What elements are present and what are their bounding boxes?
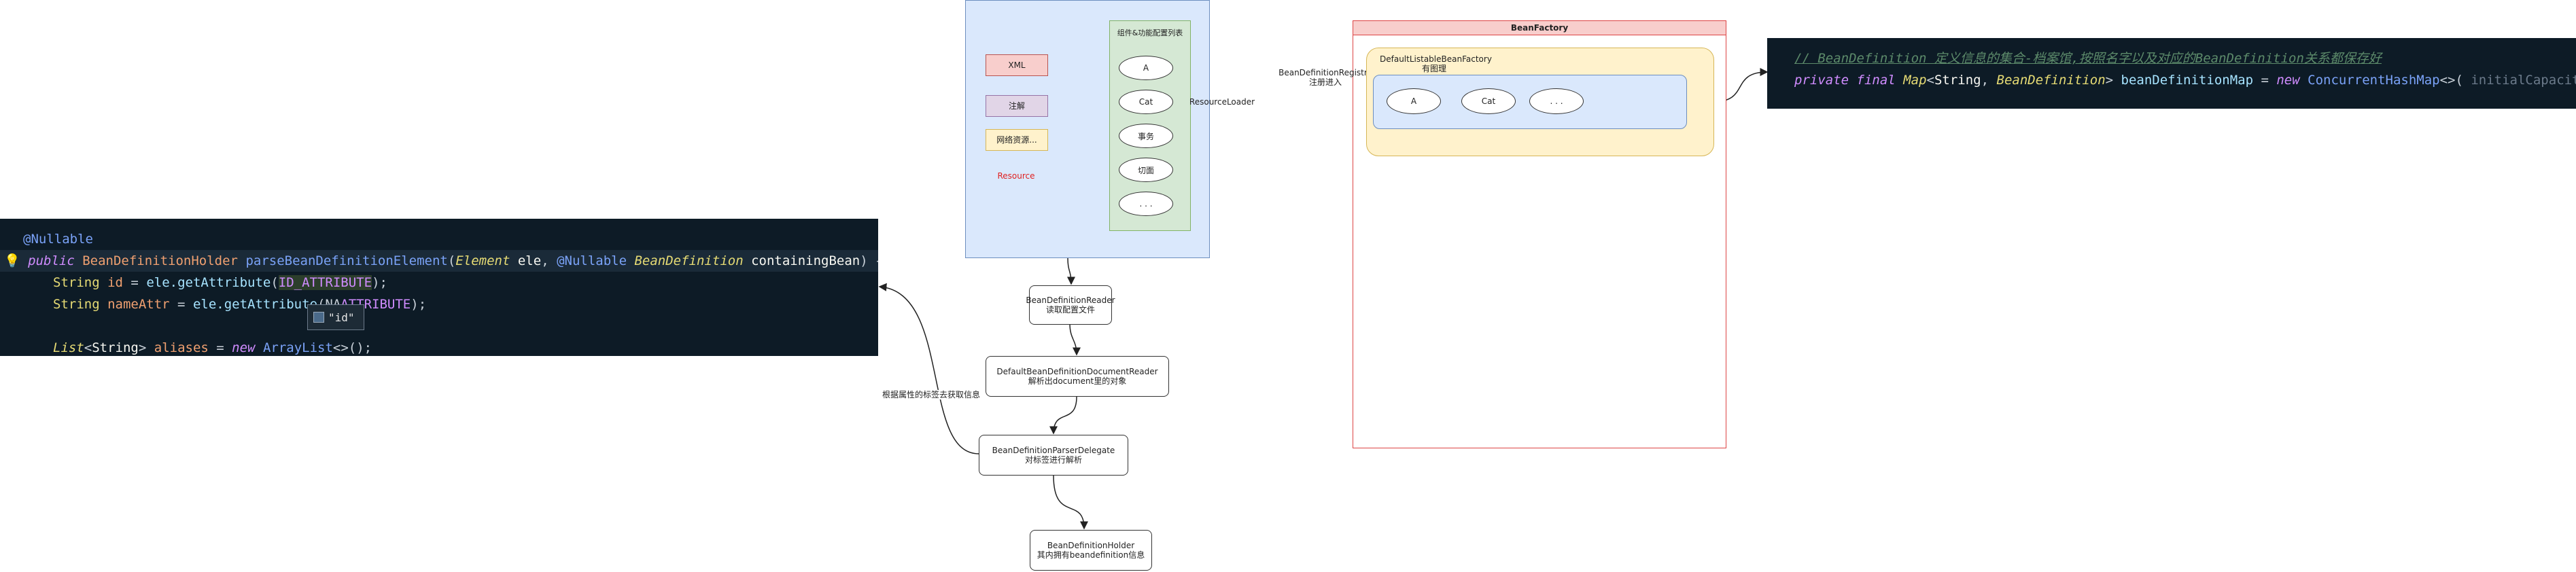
config-item-a-label: A (1143, 63, 1149, 73)
source-annotation-label: 注解 (1008, 101, 1025, 111)
bean-item-a-label: A (1410, 96, 1417, 106)
source-network: 网络资源... (986, 129, 1048, 151)
code-kw-public: public (28, 253, 75, 268)
arrow-docreader-to-delegate (1049, 396, 1077, 435)
code-kw-private: private (1794, 73, 1849, 88)
bean-item-cat: Cat (1461, 88, 1516, 114)
code-snippet-top: // BeanDefinition 定义信息的集合-档案馆,按照名字以及对应的B… (1767, 38, 2576, 109)
config-item-more: . . . (1119, 192, 1173, 216)
holder-box: BeanDefinitionHolder 其内拥有beandefinition信… (1030, 530, 1152, 571)
document-reader-title: DefaultBeanDefinitionDocumentReader (996, 367, 1158, 376)
code-param2-type: BeanDefinition (634, 253, 744, 268)
config-list-title: 组件&功能配置列表 (1117, 29, 1183, 37)
code-param-hint: initialCapacity: (2471, 73, 2576, 88)
code-line4-type: String (53, 297, 100, 312)
default-listable-title: DefaultListableBeanFactory 有图理 (1380, 54, 1492, 73)
source-network-label: 网络资源... (996, 135, 1037, 145)
code-type-bd: BeanDefinition (1996, 73, 2106, 88)
arrow-panel-to-reader (1066, 257, 1075, 285)
arrow-delegate-to-holder (1053, 475, 1088, 530)
default-listable-title-line2: 有图理 (1421, 64, 1446, 73)
code-line4-var: nameAttr (107, 297, 170, 312)
config-item-cat: Cat (1119, 90, 1173, 114)
code-param2-name: containingBean (751, 253, 860, 268)
code-type-string: String (1934, 73, 1981, 88)
registry-label-line1: BeanDefinitionRegistry (1278, 68, 1372, 77)
code-annotation-2: @Nullable (557, 253, 627, 268)
config-item-cat-label: Cat (1138, 97, 1153, 107)
edge-label-attribute: 根据属性的标签去获取信息 (877, 390, 986, 399)
code-left-line-4: String nameAttr = ele.getAttribute(NAATT… (53, 297, 427, 312)
code-param-name: ele (517, 253, 542, 268)
code-left-line-1: @Nullable (23, 232, 93, 247)
bean-factory-header: BeanFactory (1353, 20, 1726, 35)
registry-label-line2: 注册进入 (1308, 77, 1342, 87)
document-reader-subtitle: 解析出document里的对象 (1028, 376, 1127, 386)
code-impl: ConcurrentHashMap (2308, 73, 2440, 88)
bean-item-more-label: . . . (1550, 96, 1563, 106)
bulb-icon[interactable]: 💡 (4, 253, 20, 268)
holder-title: BeanDefinitionHolder (1047, 541, 1135, 550)
code-left-line-3: String id = ele.getAttribute(ID_ATTRIBUT… (53, 275, 387, 290)
code-line3-call: ele.getAttribute (146, 275, 271, 290)
tooltip-value: "id" (328, 310, 355, 324)
source-xml: XML (986, 54, 1048, 76)
source-xml-label: XML (1008, 60, 1026, 70)
code-method-name: parseBeanDefinitionElement (245, 253, 448, 268)
code-line3-var: id (107, 275, 123, 290)
code-top-line-declaration: private final Map<String, BeanDefinition… (1794, 69, 2576, 91)
code-kw-new: new (2276, 73, 2300, 88)
code-type-map: Map (1903, 73, 1927, 88)
code-line3-type: String (53, 275, 100, 290)
arrow-reader-to-docreader (1069, 323, 1081, 356)
config-item-transaction: 事务 (1119, 124, 1173, 148)
code-line6-type: List (53, 340, 84, 355)
code-line3-const: ID_ATTRIBUTE (278, 275, 372, 290)
code-left-line-6: List<String> aliases = new ArrayList<>()… (53, 340, 372, 355)
delegate-box: BeanDefinitionParserDelegate 对标签进行解析 (979, 435, 1128, 476)
delegate-title: BeanDefinitionParserDelegate (992, 446, 1115, 455)
config-item-a: A (1119, 56, 1173, 80)
code-param-type: Element (455, 253, 510, 268)
config-item-aspect: 切面 (1119, 158, 1173, 182)
holder-subtitle: 其内拥有beandefinition信息 (1037, 550, 1145, 560)
bean-item-cat-label: Cat (1481, 96, 1496, 106)
code-snippet-left: @Nullable 💡 public BeanDefinitionHolder … (0, 219, 878, 356)
reader-box: BeanDefinitionReader 读取配置文件 (1026, 285, 1115, 325)
code-line6-generic: String (92, 340, 139, 355)
source-annotation: 注解 (986, 95, 1048, 117)
code-line6-var: aliases (154, 340, 209, 355)
reader-title: BeanDefinitionReader (1026, 296, 1115, 305)
config-item-transaction-label: 事务 (1137, 131, 1154, 141)
code-field-name: beanDefinitionMap (2121, 73, 2254, 88)
config-item-more-label: . . . (1139, 199, 1153, 209)
bean-item-a: A (1387, 88, 1441, 114)
delegate-subtitle: 对标签进行解析 (1024, 455, 1082, 465)
default-listable-title-line1: DefaultListableBeanFactory (1380, 54, 1492, 64)
config-item-aspect-label: 切面 (1137, 165, 1154, 175)
registry-label: BeanDefinitionRegistry 注册进入 (1278, 68, 1373, 87)
string-value-icon (313, 312, 324, 323)
code-line4-call: ele.getAttribute (192, 297, 317, 312)
code-return-type: BeanDefinitionHolder (82, 253, 238, 268)
bean-factory-title: BeanFactory (1510, 23, 1569, 33)
bean-item-more: . . . (1529, 88, 1584, 114)
resource-loader-label: ResourceLoader (1189, 97, 1255, 107)
code-line6-impl: ArrayList (262, 340, 333, 355)
document-reader-box: DefaultBeanDefinitionDocumentReader 解析出d… (986, 356, 1169, 397)
code-kw-final: final (1856, 73, 1896, 88)
value-tooltip: "id" (307, 304, 364, 330)
code-left-line-2: 💡 public BeanDefinitionHolder parseBeanD… (0, 250, 878, 272)
reader-subtitle: 读取配置文件 (1045, 305, 1095, 315)
resource-label: Resource (997, 171, 1035, 181)
code-top-line-comment: // BeanDefinition 定义信息的集合-档案馆,按照名字以及对应的B… (1794, 51, 2382, 66)
arrow-delegate-to-code (878, 283, 979, 454)
